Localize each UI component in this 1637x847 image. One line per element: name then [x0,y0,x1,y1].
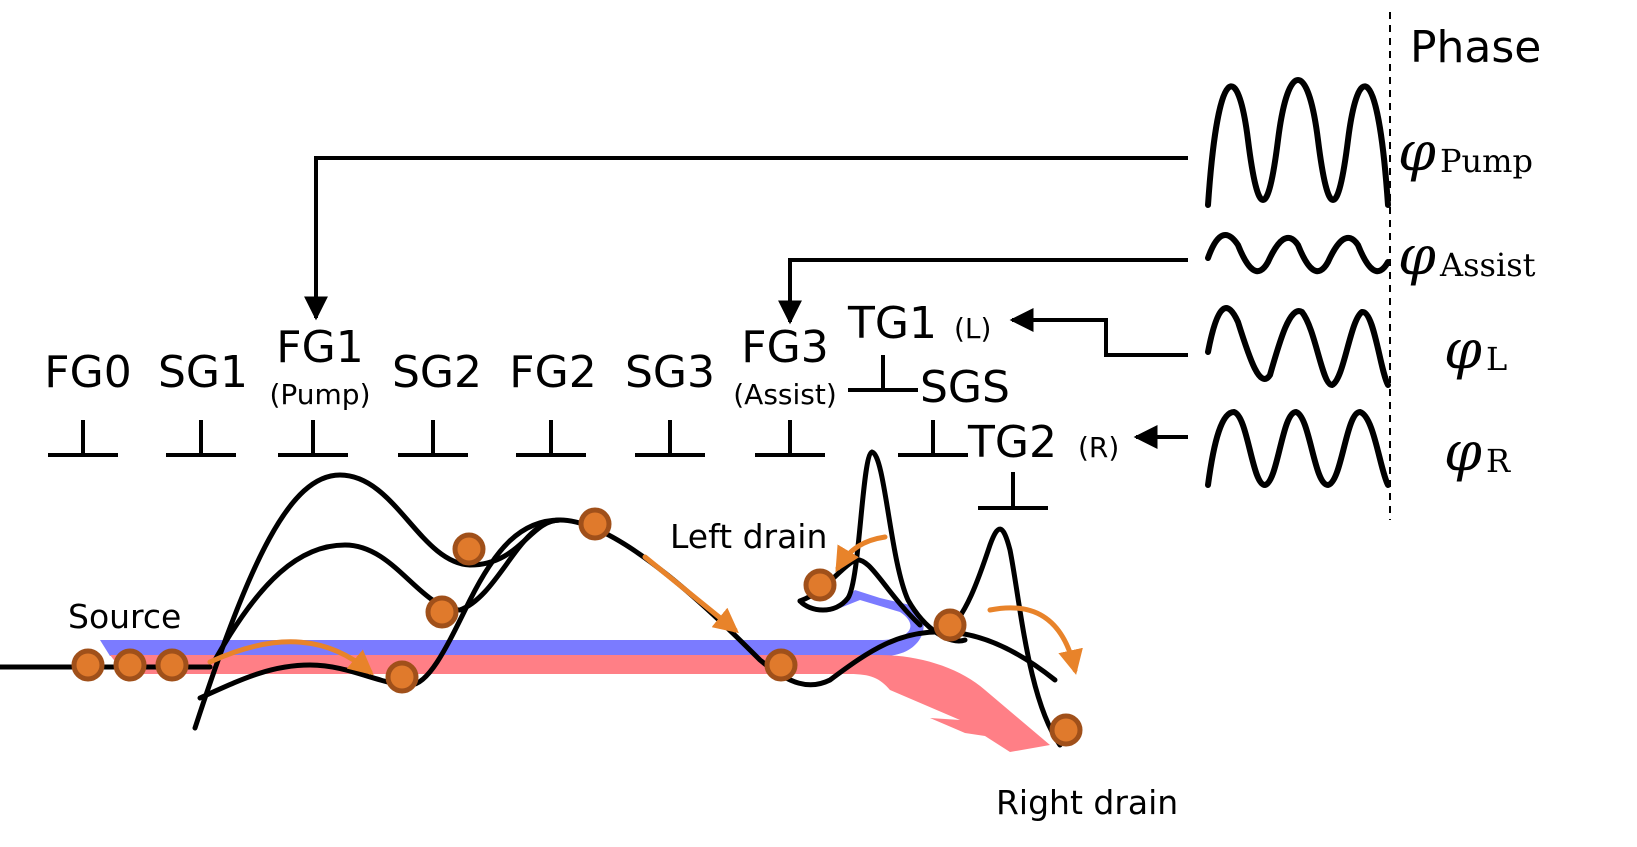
phase-phi-assist: φ [1398,224,1436,287]
electron [385,660,419,694]
phase-phi-r: φ [1444,420,1482,483]
phase-sub-assist: Assist [1439,246,1536,284]
right-drain-arrow [987,605,1083,675]
source-arrow [207,639,374,676]
assist-wire [778,258,1188,325]
gate-label-sg2: SG2 [392,347,482,398]
phase-header: Phase [1410,22,1541,73]
left-drain-arrow [835,534,888,573]
phase-phi-pump: φ [1398,120,1436,183]
phase-phi-l: φ [1444,318,1482,381]
r-waveform [1205,408,1391,489]
source-label: Source [68,597,181,636]
electron [452,532,486,566]
left-drain-label: Left drain [670,517,827,556]
phase-sub-r: R [1486,442,1511,480]
gate-symbols [48,355,1048,510]
gate-label-fg1: FG1 [276,322,363,373]
gate-label-fg0: FG0 [44,347,131,398]
gate-sublabel-tg2: (R) [1078,431,1119,464]
gate-label-fg2: FG2 [509,347,596,398]
phase-sub-pump: Pump [1440,142,1533,180]
transfer-arrow [642,554,739,634]
electrons [71,507,1083,747]
electron [764,648,798,682]
phase-sub-l: L [1486,340,1507,378]
gate-label-sg1: SG1 [158,347,248,398]
gate-label-tg1: TG1 [847,298,937,349]
electron [71,648,105,682]
assist-waveform [1205,232,1391,275]
gate-sublabel-fg1: (Pump) [269,378,370,411]
gate-sublabel-tg1: (L) [954,312,991,345]
gate-label-sgs: SGS [920,362,1010,413]
electron [113,648,147,682]
pump-wire [304,156,1188,321]
electron [425,595,459,629]
l-waveform [1205,305,1391,389]
right-drain-label: Right drain [996,783,1178,822]
electron [1049,713,1083,747]
gate-label-sg3: SG3 [625,347,715,398]
gate-label-fg3: FG3 [741,322,828,373]
gate-label-tg2: TG2 [967,417,1057,468]
left-drain-path [100,590,924,656]
pump-waveform [1205,77,1391,208]
electron [578,507,612,541]
right-drain-path [110,655,1050,752]
electron [155,648,189,682]
gate-sublabel-fg3: (Assist) [733,378,837,411]
electron [803,568,837,602]
electron [933,608,967,642]
l-wire [1009,308,1188,357]
